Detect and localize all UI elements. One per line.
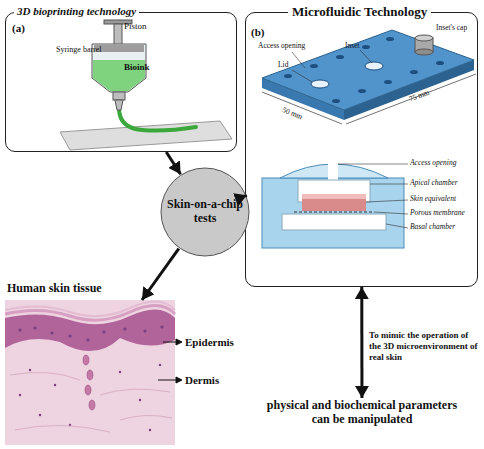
part-label: Inset's cap [436,24,467,32]
hole [384,80,392,84]
part-label: Skin equivalent [410,195,456,203]
basal-chamber [282,214,386,230]
part-label: Bioink [124,63,150,73]
hole [332,99,340,103]
nozzle [113,92,125,100]
tissue-image: Human skin tissue [5,300,175,445]
part-label: Basal chamber [410,223,455,231]
node-text: Skin-on-a-chip tests [166,167,244,257]
part-label: Access opening [258,42,305,50]
part-label: Epidermis [185,336,234,348]
nozzle-tip [115,100,123,110]
piston-rod [114,24,122,46]
panel-box: Microfluidic Technology [245,12,478,287]
part-label: Piston [124,22,147,32]
part-label: Lid [278,61,288,69]
hole [386,37,394,41]
printed-strand [119,108,196,131]
hole [410,70,418,74]
part-label: Apical chamber [410,179,458,187]
node-text: physical and biochemical parameters can … [262,398,462,427]
part-label: Inset [345,42,360,50]
flow-arrow [245,194,247,198]
hole [336,55,344,59]
node-text: Microfluidic Technology [288,4,431,20]
leader-arrows [158,339,182,383]
porous-membrane [294,212,374,213]
part-label: Porous membrane [410,209,465,217]
part-label: Access opening [410,159,456,167]
dimension-line [262,92,342,124]
edge-label: To mimic the operation of the 3D microen… [369,330,481,362]
dimension-line [346,74,476,124]
part-label: 50 mm [281,106,304,122]
blood-vessel [83,355,95,410]
part-label: Dermis [185,374,219,386]
hole [362,45,370,49]
dermis [5,300,175,445]
leader-line [360,50,372,63]
flow-arrow [166,152,180,174]
leader-line [292,70,312,82]
chip-body [262,178,404,248]
flow-arrow [142,249,179,300]
hole [284,74,292,78]
result-text: physical and biochemical parameters can … [262,398,462,432]
inset [365,62,383,70]
hole [358,89,366,93]
cross-section [262,160,408,248]
part-label: (a) [12,22,25,34]
collagen-fibers [10,372,172,432]
hole [436,61,444,65]
syringe-illustration [60,20,232,150]
hole [310,64,318,68]
inset [311,80,329,88]
flow-arrow [360,287,363,398]
inset-cap [415,35,433,41]
access-opening [328,160,338,180]
part-label: Syringe barrel [56,46,102,55]
stratum-corneum [5,301,175,316]
stratum-corneum [5,305,175,320]
leader-line [292,52,305,68]
test-circle: Skin-on-a-chip tests [160,167,250,257]
panel-box: 3D bioprinting technology [5,12,237,152]
print-bed [60,121,232,150]
skin-equivalent [302,194,366,211]
node-text: 3D bioprinting technology [14,5,139,17]
circle-shape [161,168,249,256]
skin-tissue-image [5,300,182,445]
part-label: (b) [251,26,264,38]
apical-chamber [298,180,370,202]
node-text: Human skin tissue [7,281,102,296]
leader-lines [338,164,408,228]
skin-equivalent [302,194,366,199]
inset-cap [415,49,433,55]
